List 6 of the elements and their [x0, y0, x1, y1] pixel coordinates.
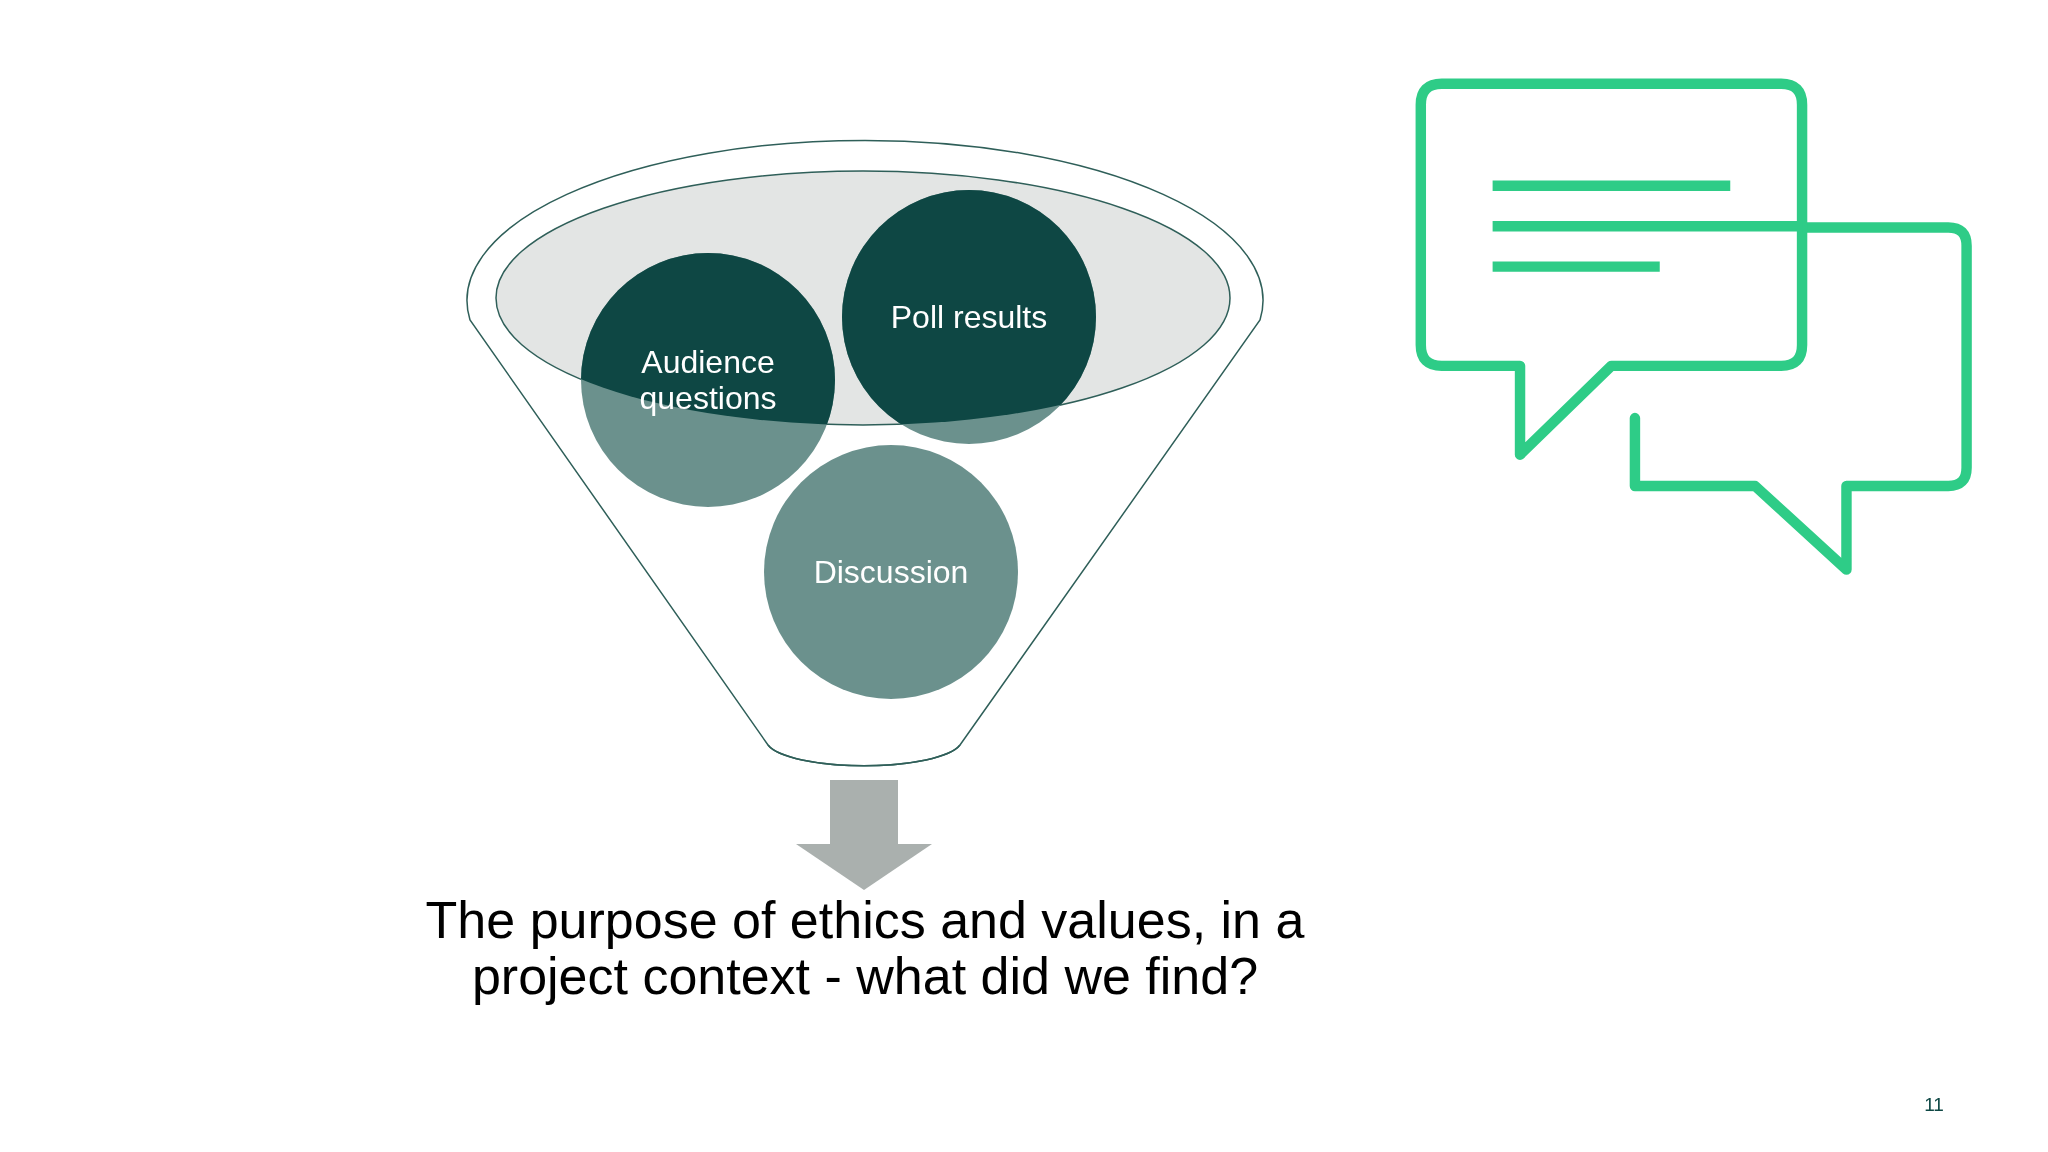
page-number: 11 — [1923, 1094, 1945, 1116]
circle-label: Audience questions — [638, 344, 778, 416]
circle-label: Discussion — [813, 554, 969, 590]
conclusion-text: The purpose of ethics and values, in a project context - what did we find? — [365, 892, 1365, 1022]
block-arrow — [796, 780, 932, 890]
circle-label: Poll results — [890, 299, 1048, 335]
